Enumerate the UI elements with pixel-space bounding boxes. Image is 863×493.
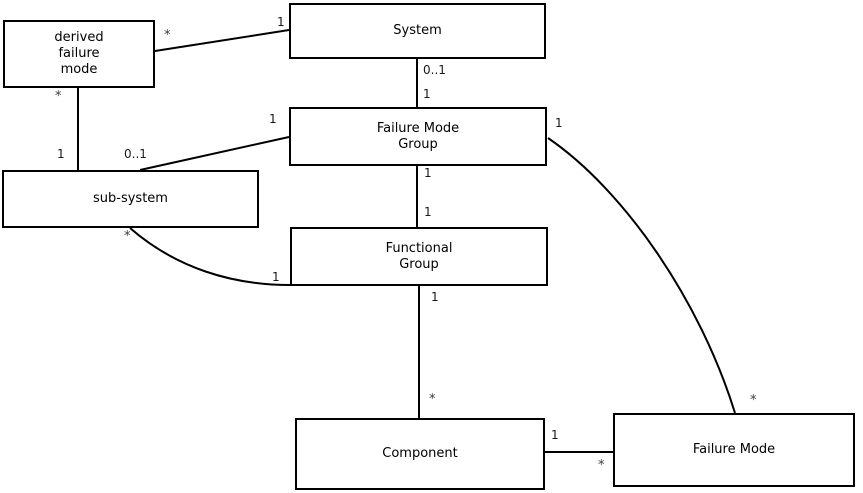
multiplicity-label: 1 [272, 270, 280, 284]
class-name-label: Failure Mode [692, 442, 776, 457]
multiplicity-label: * [124, 229, 131, 244]
class-box-failure-mode-group[interactable]: Failure Mode Group [289, 107, 547, 166]
class-name-label: Failure Mode Group [376, 120, 460, 152]
class-name-label: sub-system [93, 191, 168, 206]
class-name-label: derived failure mode [54, 30, 104, 77]
multiplicity-label: 1 [424, 205, 432, 219]
association-lines [77, 29, 736, 453]
class-box-sub-system[interactable]: sub-system [2, 170, 259, 228]
class-box-derived-failure-mode[interactable]: derived failure mode [3, 20, 155, 88]
multiplicity-label: 1 [57, 147, 65, 161]
multiplicity-label: * [164, 28, 171, 43]
multiplicity-label: 1 [555, 116, 563, 130]
class-box-system[interactable]: System [289, 3, 546, 59]
association-line [129, 227, 291, 286]
class-name-label: Component [382, 446, 458, 461]
class-box-failure-mode[interactable]: Failure Mode [613, 413, 855, 487]
multiplicity-label: 1 [277, 15, 285, 29]
multiplicity-label: * [598, 458, 605, 473]
class-name-label: System [393, 23, 442, 38]
multiplicity-label: * [429, 392, 436, 407]
multiplicity-label: * [55, 89, 62, 104]
class-box-component[interactable]: Component [295, 418, 545, 490]
multiplicity-label: 0..1 [124, 147, 147, 161]
multiplicity-label: * [750, 393, 757, 408]
association-line [154, 29, 290, 52]
multiplicity-label: 1 [431, 290, 439, 304]
multiplicity-label: 1 [269, 112, 277, 126]
class-name-label: Functional Group [385, 240, 453, 272]
class-box-functional-group[interactable]: Functional Group [290, 227, 548, 286]
multiplicity-label: 1 [551, 428, 559, 442]
association-line [139, 136, 290, 171]
multiplicity-label: 1 [423, 87, 431, 101]
association-line [547, 137, 736, 414]
multiplicity-label: 0..1 [423, 63, 446, 77]
multiplicity-label: 1 [424, 166, 432, 180]
